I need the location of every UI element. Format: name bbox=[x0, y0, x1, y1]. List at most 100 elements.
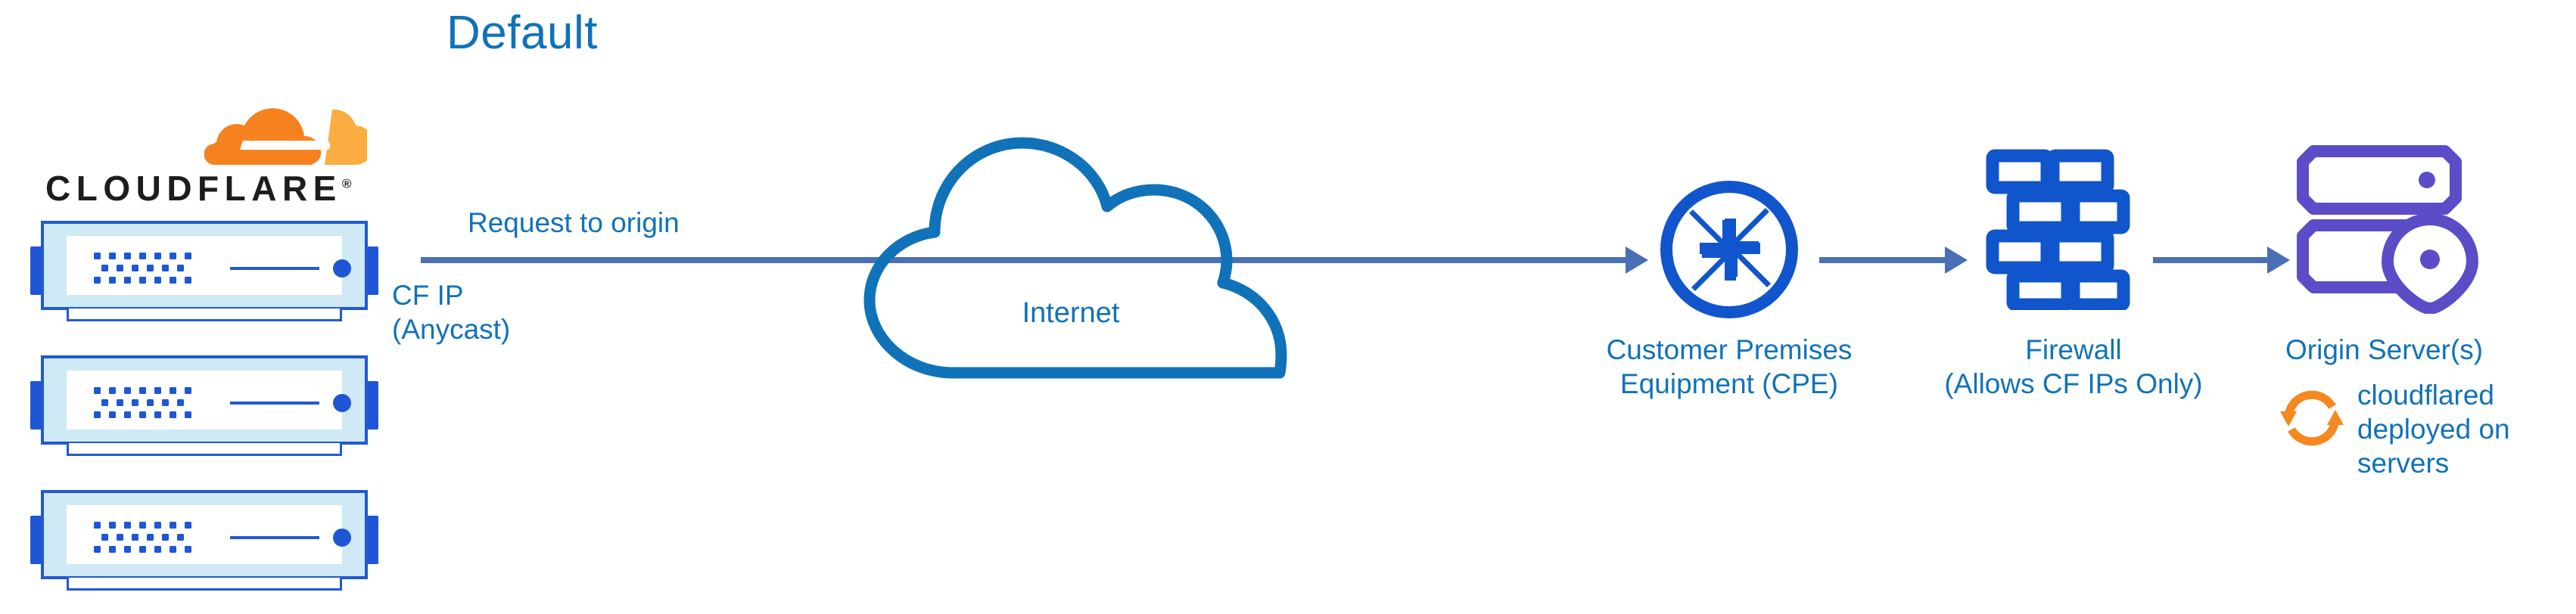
server-vent-dot bbox=[124, 522, 131, 529]
server-vent-dot bbox=[139, 253, 146, 259]
server-chassis bbox=[41, 221, 368, 310]
server-vent-dots-icon bbox=[94, 387, 198, 420]
server-vent-dot bbox=[154, 522, 161, 529]
server-vent-dot bbox=[94, 522, 101, 529]
cpe-node bbox=[1657, 178, 1801, 321]
server-base-lip bbox=[67, 309, 342, 321]
server-base-lip bbox=[67, 443, 342, 456]
server-vent-dot bbox=[139, 277, 146, 284]
cloudflared-label: cloudflared deployed on servers bbox=[2357, 380, 2510, 479]
server-vent-dot bbox=[162, 265, 169, 271]
server-vent-dot bbox=[94, 253, 101, 259]
cpe-to-firewall-arrow-line bbox=[1819, 257, 1948, 263]
server-vent-dot bbox=[177, 534, 184, 541]
server-vent-dot bbox=[139, 411, 146, 418]
server-vent-dot bbox=[170, 546, 176, 553]
server-vent-dot bbox=[170, 253, 176, 259]
firewall-node bbox=[1983, 147, 2134, 312]
server-vent-dot bbox=[117, 265, 123, 271]
cloud-icon bbox=[863, 137, 1287, 379]
server-vent-dot bbox=[185, 522, 191, 529]
server-vent-dot bbox=[94, 411, 101, 418]
server-status-led bbox=[333, 529, 351, 547]
server-vent-dot bbox=[139, 522, 146, 529]
server-vent-dot bbox=[94, 387, 101, 394]
server-chassis bbox=[41, 490, 368, 579]
registered-trademark-mark: ® bbox=[341, 176, 352, 191]
server-vent-dot bbox=[124, 277, 131, 284]
cloudflare-cloud-icon bbox=[204, 108, 367, 166]
server-vent-dot bbox=[170, 387, 176, 394]
server-vent-dot bbox=[117, 399, 123, 406]
server-vent-dot bbox=[162, 534, 169, 541]
request-to-origin-arrow-line bbox=[421, 257, 1630, 263]
server-faceplate bbox=[67, 236, 351, 295]
server-vent-dot bbox=[170, 277, 176, 284]
server-slot-line bbox=[230, 402, 319, 405]
sync-arrows-icon bbox=[2280, 390, 2344, 446]
server-vent-dot bbox=[109, 411, 116, 418]
server-faceplate bbox=[67, 505, 351, 564]
server-vent-dot bbox=[124, 253, 131, 259]
firewall-to-origin-arrow-head bbox=[2267, 247, 2290, 274]
server-vent-dots-icon bbox=[94, 522, 198, 555]
cloudflare-wordmark: CLOUDFLARE® bbox=[45, 168, 371, 209]
brick-wall-icon bbox=[1986, 149, 2130, 312]
server-vent-dot bbox=[94, 277, 101, 284]
server-vent-dot bbox=[109, 546, 116, 553]
server-faceplate bbox=[67, 371, 351, 429]
server-vent-dot bbox=[154, 411, 161, 418]
request-to-origin-arrow-head bbox=[1626, 247, 1648, 274]
server-vent-dot bbox=[185, 411, 191, 418]
server-slot-line bbox=[230, 536, 319, 539]
server-vent-dot bbox=[154, 253, 161, 259]
server-vent-dot bbox=[147, 534, 154, 541]
server-vent-dot bbox=[132, 534, 138, 541]
origin-server-label: Origin Server(s) bbox=[2285, 334, 2484, 365]
server-vent-dot bbox=[124, 546, 131, 553]
router-icon bbox=[1660, 181, 1798, 318]
page-title: Default bbox=[446, 7, 598, 59]
cpe-label: Customer Premises Equipment (CPE) bbox=[1606, 334, 1853, 399]
cloudflare-edge-server-1 bbox=[30, 221, 378, 323]
server-vent-dot bbox=[177, 265, 184, 271]
server-vent-dot bbox=[154, 546, 161, 553]
server-vent-dot bbox=[185, 253, 191, 259]
server-vent-dot bbox=[109, 387, 116, 394]
server-vent-dot bbox=[185, 387, 191, 394]
origin-server-node bbox=[2297, 136, 2478, 315]
firewall-to-origin-arrow-line bbox=[2153, 257, 2270, 263]
server-vent-dot bbox=[170, 411, 176, 418]
server-vent-dot bbox=[139, 546, 146, 553]
cpe-to-firewall-arrow-head bbox=[1945, 247, 1968, 274]
cloudflare-logo: CLOUDFLARE® bbox=[45, 98, 371, 223]
server-vent-dot bbox=[101, 534, 108, 541]
server-vent-dot bbox=[124, 387, 131, 394]
server-base-lip bbox=[67, 578, 342, 591]
server-vent-dot bbox=[139, 387, 146, 394]
server-vent-dot bbox=[132, 399, 138, 406]
cloudflared-sync-node bbox=[2278, 384, 2346, 452]
cloudflare-wordmark-text: CLOUDFLARE bbox=[45, 169, 342, 208]
cloudflare-edge-server-3 bbox=[30, 490, 378, 592]
server-vent-dot bbox=[124, 411, 131, 418]
cf-ip-anycast-label: CF IP (Anycast) bbox=[392, 280, 511, 345]
server-status-led bbox=[333, 259, 351, 278]
server-vent-dot bbox=[147, 399, 154, 406]
server-vent-dot bbox=[94, 546, 101, 553]
server-slot-line bbox=[230, 267, 319, 270]
server-vent-dot bbox=[109, 253, 116, 259]
server-vent-dot bbox=[177, 399, 184, 406]
server-vent-dot bbox=[109, 277, 116, 284]
server-vent-dot bbox=[117, 534, 123, 541]
server-vent-dot bbox=[170, 522, 176, 529]
server-vent-dot bbox=[154, 387, 161, 394]
server-rack-location-pin-icon bbox=[2297, 145, 2478, 315]
server-vent-dot bbox=[154, 277, 161, 284]
server-vent-dot bbox=[132, 265, 138, 271]
server-vent-dot bbox=[162, 399, 169, 406]
internet-node: Internet bbox=[836, 110, 1305, 382]
firewall-label: Firewall (Allows CF IPs Only) bbox=[1944, 334, 2203, 399]
server-vent-dot bbox=[185, 277, 191, 284]
